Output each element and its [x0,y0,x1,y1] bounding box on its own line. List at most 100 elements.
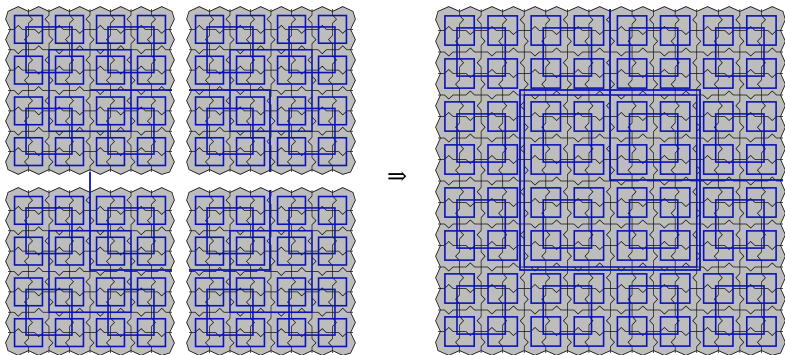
path-loop [530,101,562,132]
tile-edge [8,106,172,116]
path-loop [276,195,307,226]
path-loop [317,136,348,167]
tile-edge [627,9,637,353]
path-loop [276,96,307,126]
path-loop [95,317,126,348]
path-loop [95,55,126,85]
tile-edge [756,9,766,353]
path-loop [573,187,605,218]
path-loop [317,317,348,348]
tile-edge [735,9,745,353]
path-loop [628,113,679,163]
path-loop [530,316,562,347]
small-tile-bottom-left [5,187,175,355]
path-loop [573,15,605,46]
path-loop [136,136,167,167]
path-loop [95,14,126,45]
path-loop [136,236,167,266]
path-loop [194,96,225,126]
path-loop [54,195,85,226]
path-connector [89,172,172,271]
tile-edge [438,327,783,336]
path-loop [235,14,266,45]
path-loop [628,199,679,249]
path-loop [13,195,44,226]
path-loop [54,55,85,85]
path-loop [542,113,593,163]
path-connector [609,9,783,181]
path-loop [444,187,476,218]
path-loop [542,27,593,77]
small-tile-top-right [186,6,356,175]
path-loop [194,55,225,85]
path-connector [90,89,271,172]
path-loop [13,136,44,167]
path-loop [702,187,734,218]
tile-edge [106,190,115,353]
path-loop [235,55,266,85]
path-overlay [89,9,783,271]
path-loop [95,96,126,126]
path-loop [235,136,266,167]
path-loop [276,55,307,85]
path-loop [317,195,348,226]
path-loop-central [229,229,313,314]
path-loop [444,230,476,261]
path-loop [317,14,348,45]
path-loop [616,144,648,175]
path-loop [487,230,519,261]
tile-edge [438,198,783,207]
path-loop [745,230,777,261]
path-loop [702,230,734,261]
path-loop [444,101,476,132]
path-loop [194,136,225,167]
implies-arrow: ⇒ [386,162,408,190]
path-loop [317,277,348,307]
tile-edge [189,287,353,297]
path-loop [317,55,348,85]
tile-edge [8,267,172,276]
tile-edge [8,147,172,157]
path-loop [13,236,44,266]
path-loop [54,96,85,126]
path-loop [276,14,307,45]
path-loop [745,273,777,304]
path-loop [456,199,507,249]
path-loop [616,58,648,89]
path-loop [487,316,519,347]
path-loop [530,230,562,261]
path-loop [194,14,225,45]
path-loop [616,15,648,46]
path-loop [444,15,476,46]
tile-edge [670,9,680,353]
tile-edge [8,328,172,338]
path-loop [235,195,266,226]
tile-edge [438,305,783,315]
path-loop [13,96,44,126]
path-loop [487,58,519,89]
path-connector [519,89,701,271]
path-loop [745,144,777,175]
path-loop [659,187,691,218]
tile-edge [328,9,337,172]
path-loop [616,230,648,261]
path-loop [573,144,605,175]
path-loop [13,277,44,307]
path-loop [136,14,167,45]
tile-edge [287,190,296,353]
path-loop [235,277,266,307]
path-loop [530,144,562,175]
path-loop [54,277,85,307]
path-loop [487,101,519,132]
path-loop [628,285,679,335]
tile-edge [147,190,156,353]
path-loop [542,285,593,335]
path-loop [702,316,734,347]
path-loop [54,14,85,45]
path-loop [136,96,167,126]
path-loop [745,15,777,46]
path-loop [659,58,691,89]
path-loop [444,144,476,175]
path-loop [659,15,691,46]
